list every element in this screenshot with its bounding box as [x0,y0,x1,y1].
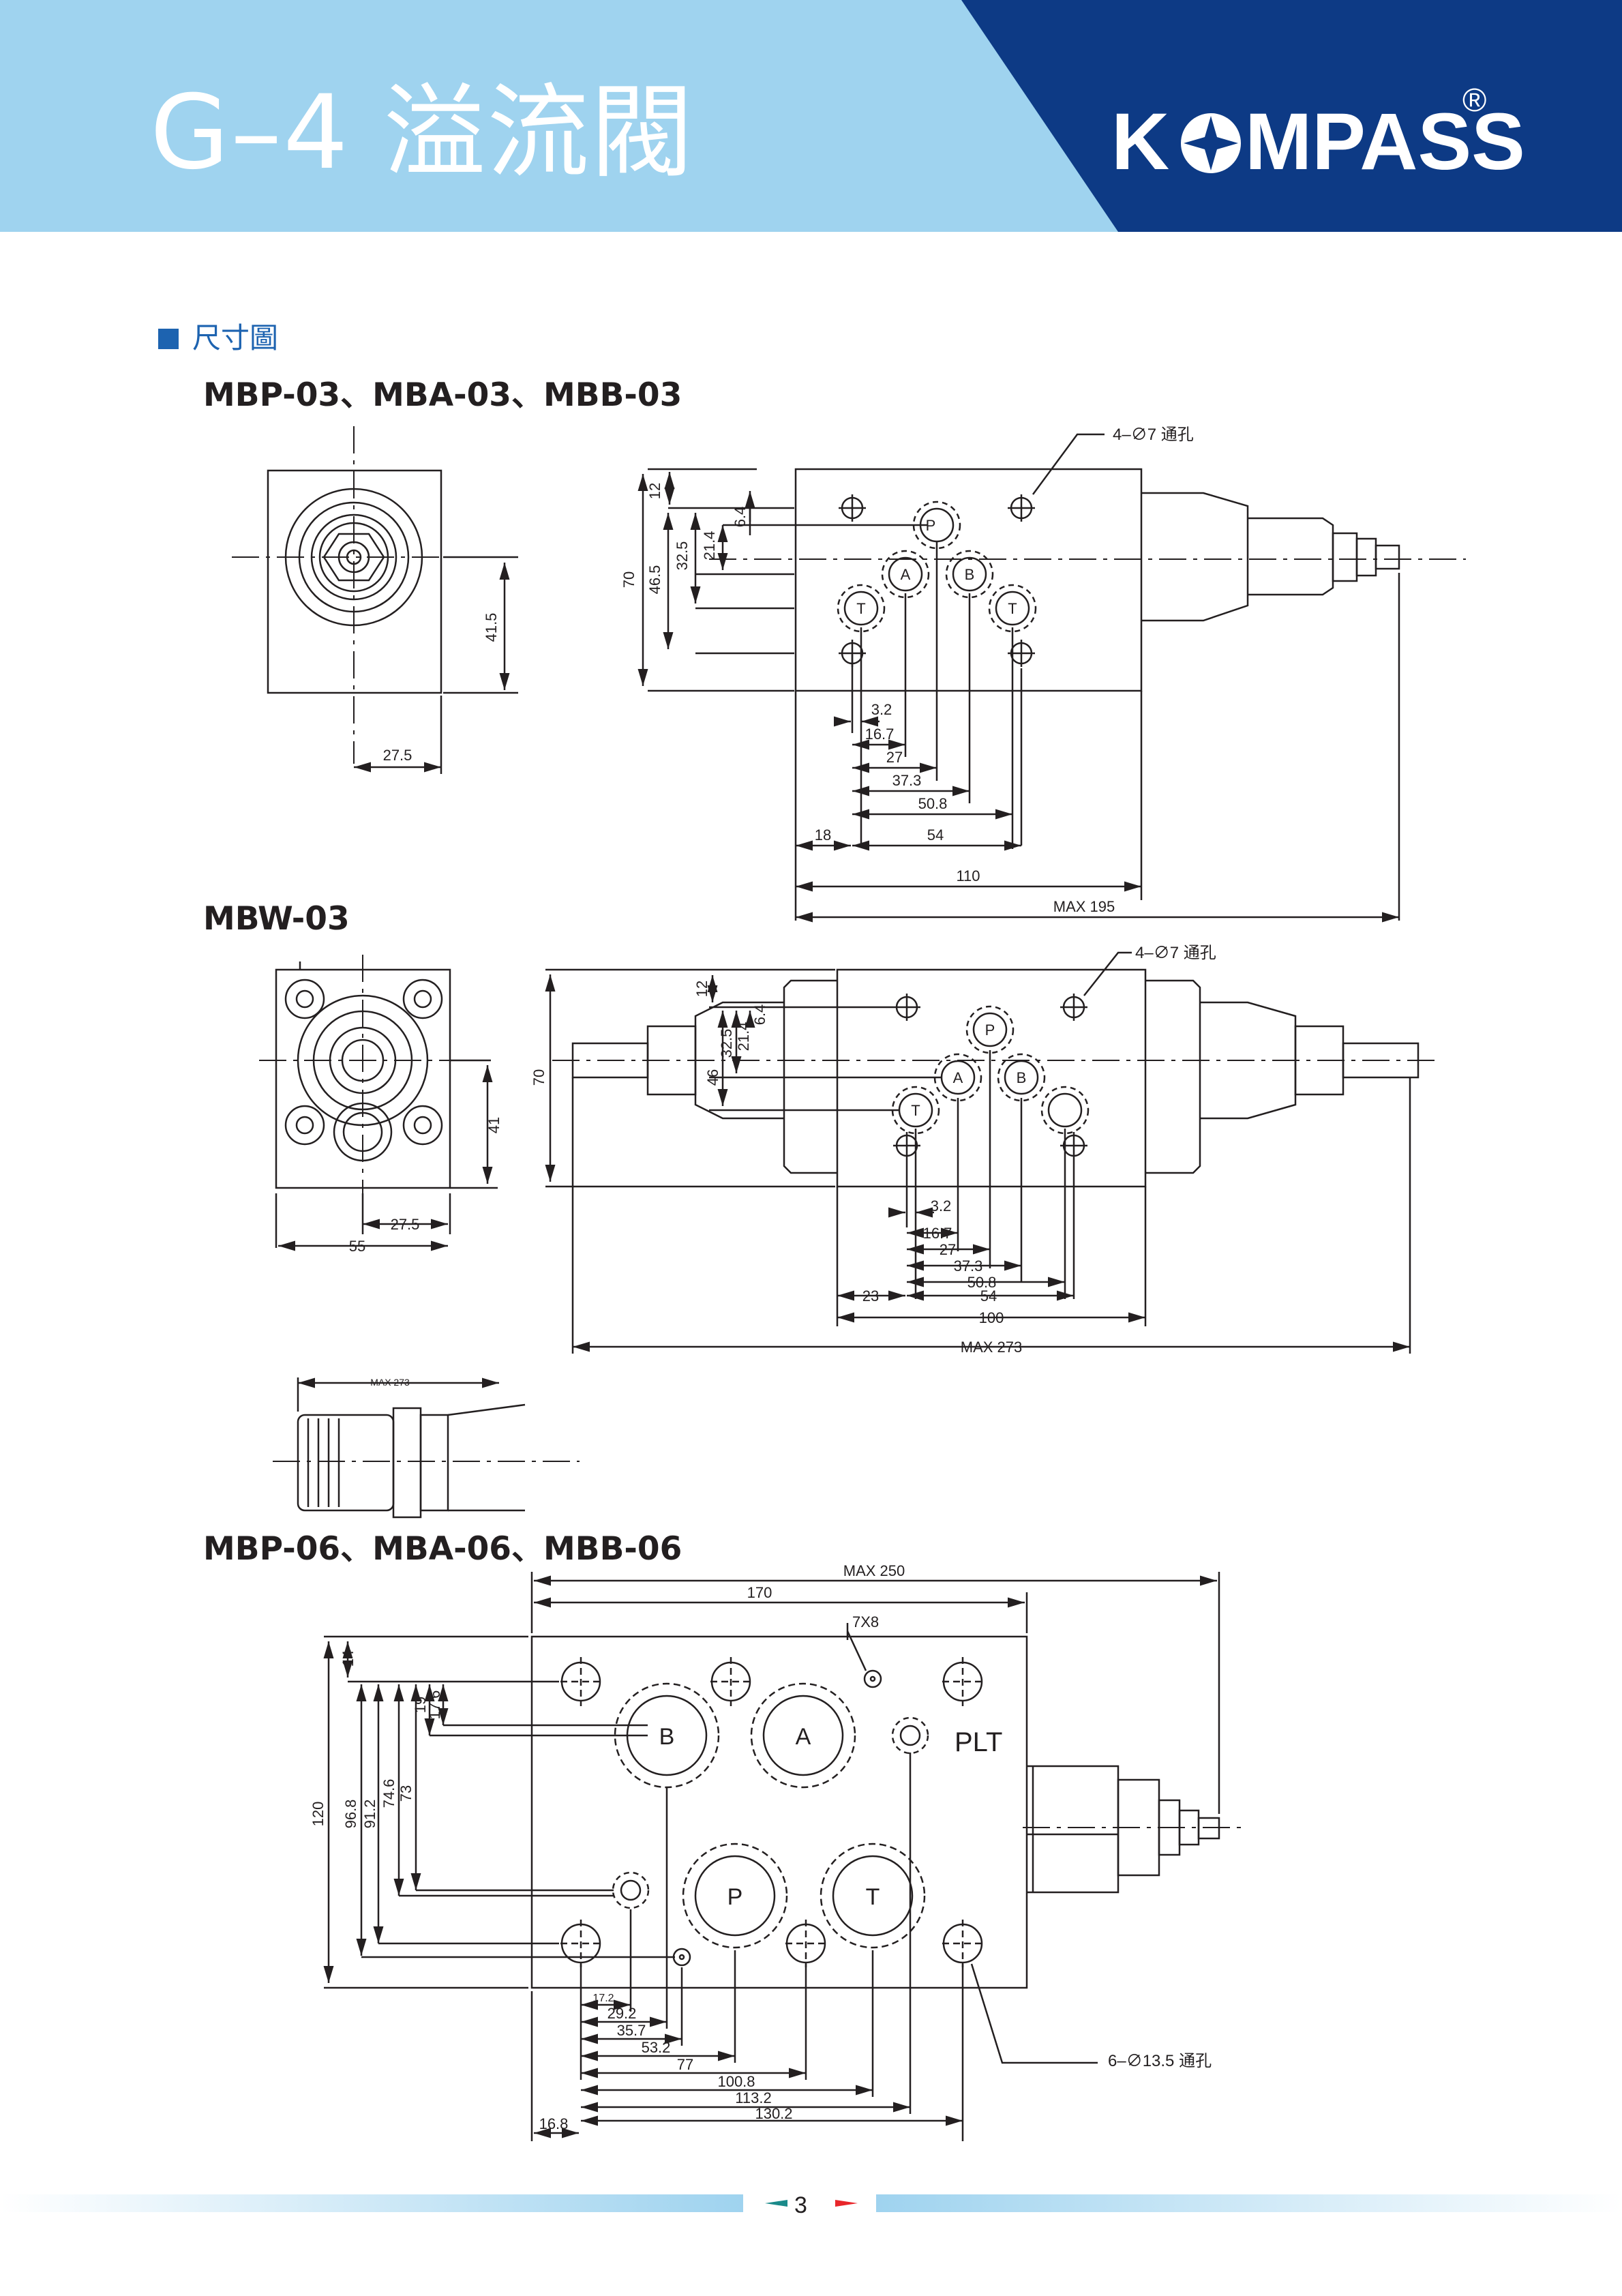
d2-dim-23: 23 [862,1287,879,1304]
d3-dim-113-2: 113.2 [735,2089,771,2106]
d3-dim-17-2: 17.2 [592,1993,614,2004]
d2-holes-note: 4–∅7 通孔 [1135,944,1216,962]
d3-dim-120: 120 [310,1802,327,1827]
drawing2-front-view [259,955,498,1251]
red-arrow-icon [835,2200,858,2207]
d1-dim-16-7: 16.7 [865,726,895,743]
d2-dim-6-4: 6.4 [751,1004,768,1026]
d2-dim-max-273: MAX 273 [961,1339,1023,1356]
d2-port-t: T [911,1102,920,1119]
section-heading: 尺寸圖 [158,315,278,357]
d1-dim-37-3: 37.3 [892,772,922,789]
d3-dim-14: 14 [340,1650,357,1667]
d2-dim-100: 100 [979,1309,1004,1326]
d3-dim-91-2: 91.2 [361,1800,378,1829]
page-header: G–4 溢流閥 K MPASS ® [0,0,1622,232]
d1-port-t1: T [856,600,865,617]
d1-dim-12: 12 [646,483,663,499]
d2-dim-46: 46 [704,1069,721,1086]
d2-dim-3-2: 3.2 [931,1197,952,1214]
d3-dim-77: 77 [677,2056,693,2073]
d3-dim-73: 73 [397,1785,415,1802]
d2-dim-37-3: 37.3 [954,1257,983,1274]
d1-dim-max-195: MAX 195 [1053,898,1115,915]
svg-text:MPASS: MPASS [1245,97,1525,187]
d1-dim-46-5: 46.5 [646,565,663,595]
section-label: 尺寸圖 [192,321,279,355]
d3-dim-16-8: 16.8 [539,2115,569,2132]
d3-port-t: T [866,1884,880,1910]
drawing2-side-view [545,951,1439,1354]
d1-dim-32-5: 32.5 [674,541,691,571]
d1-dim-70: 70 [620,571,637,588]
drawing1-side-view [637,433,1466,923]
drawing1-title: MBP-03、MBA-03、MBB-03 [203,376,682,414]
drawing2-small-detail [273,1377,580,1519]
d3-holes-note: 6–∅13.5 通孔 [1108,2052,1212,2070]
d1-port-t2: T [1008,600,1017,617]
d2-dim-41: 41 [485,1117,502,1133]
d3-dim-100-8: 100.8 [717,2073,755,2090]
d1-holes-note: 4–∅7 通孔 [1113,426,1194,444]
d3-dim-53-2: 53.2 [642,2039,671,2056]
d1-dim-110: 110 [956,867,980,884]
d1-dim-41-5: 41.5 [483,613,500,642]
teal-arrow-icon [765,2200,787,2207]
brand-wordmark: K MPASS [1111,97,1525,187]
d1-dim-21-4: 21.4 [701,531,718,561]
d3-plt-label: PLT [955,1727,1002,1757]
d3-port-b: B [659,1724,675,1750]
d2-small-dim: MAX 273 [370,1377,410,1388]
d1-dim-27-5: 27.5 [383,747,412,764]
d2-dim-12: 12 [693,981,710,997]
d3-dim-170: 170 [747,1584,772,1601]
d1-dim-27: 27 [886,749,903,766]
d3-dim-35-7: 35.7 [617,2022,646,2039]
d2-dim-27: 27 [940,1241,956,1258]
d1-port-p: P [926,517,936,534]
compass-star-icon [1181,113,1241,173]
drawing1-front-view [232,426,518,774]
page-title: G–4 溢流閥 [150,74,695,192]
header-banner [0,0,1622,232]
d3-dim-130-2: 130.2 [755,2105,792,2122]
d2-dim-27-5: 27.5 [391,1216,420,1233]
d1-port-a: A [901,566,911,583]
d1-dim-3-2: 3.2 [871,701,892,718]
d3-dim-96-8: 96.8 [342,1800,359,1829]
page-footer [0,2194,1622,2212]
square-bullet-icon [158,329,179,349]
d1-dim-6-4: 6.4 [732,507,749,528]
d3-port-p: P [727,1884,743,1910]
d3-dim-29-2: 29.2 [607,2005,637,2022]
d2-port-p: P [985,1022,995,1039]
d1-port-b: B [965,566,975,583]
page-number: 3 [794,2192,807,2218]
d2-dim-54: 54 [980,1287,997,1304]
d3-port-a: A [796,1724,811,1750]
svg-text:K: K [1111,97,1169,187]
d2-dim-55: 55 [349,1238,365,1255]
d3-bolt-note: 7X8 [852,1613,879,1630]
d2-dim-21-4: 21.4 [735,1022,752,1052]
d2-dim-16-7: 16.7 [923,1225,952,1242]
d3-dim-19: 19 [412,1697,429,1713]
d1-dim-54: 54 [927,826,944,844]
drawing3-view [323,1572,1248,2141]
registered-mark: ® [1462,83,1487,119]
d3-dim-74-6: 74.6 [380,1779,397,1808]
d1-dim-18: 18 [815,826,831,844]
drawing2-title: MBW-03 [203,900,350,938]
d2-port-a: A [953,1069,963,1086]
d3-dim-17-6: 17.6 [426,1690,443,1720]
d2-dim-32-5: 32.5 [718,1029,735,1058]
drawing3-title: MBP-06、MBA-06、MBB-06 [203,1530,682,1568]
d1-dim-50-8: 50.8 [918,795,948,812]
d3-dim-max-250: MAX 250 [843,1562,905,1579]
d2-dim-50-8: 50.8 [967,1274,997,1291]
d2-port-b: B [1017,1069,1027,1086]
d2-dim-70: 70 [530,1069,547,1086]
